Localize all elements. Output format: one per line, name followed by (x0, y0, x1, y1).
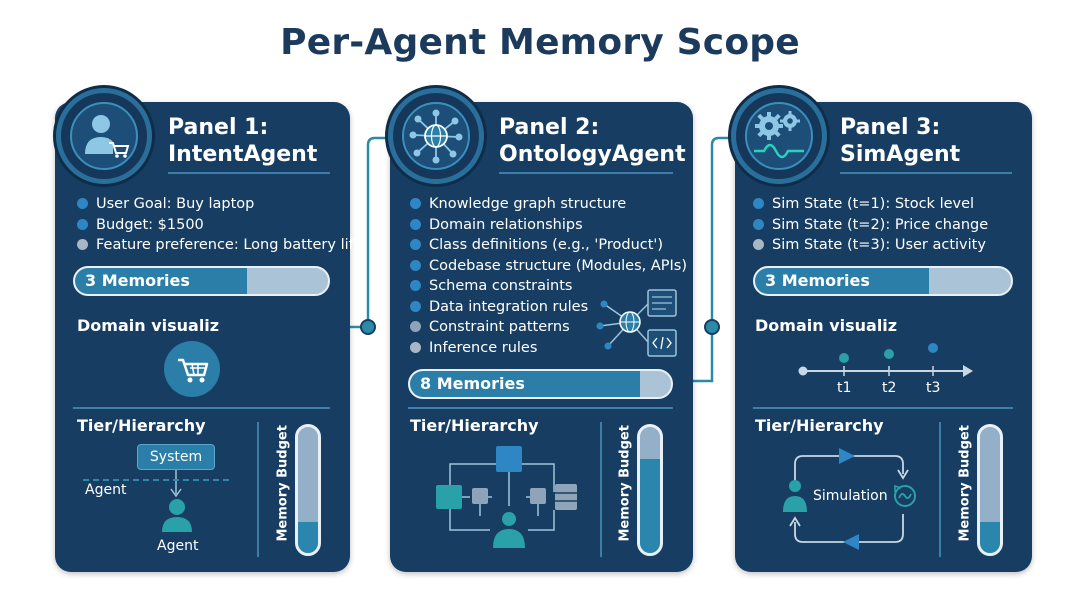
timeline-tick-label: t2 (882, 380, 897, 396)
list-item: Sim State (t=3): User activity (753, 235, 988, 256)
hierarchy-diagram (436, 446, 577, 548)
simulation-label: Simulation (813, 488, 888, 504)
tier-label: Tier/Hierarchy (410, 416, 539, 435)
list-item: Domain relationships (410, 215, 687, 236)
memory-list: User Goal: Buy laptop Budget: $1500 Feat… (77, 194, 363, 256)
memory-budget-bar (977, 424, 1003, 556)
knowledge-graph-icon (596, 289, 677, 357)
list-item: Sim State (t=2): Price change (753, 215, 988, 236)
panel-heading: Panel 3: SimAgent (840, 115, 961, 167)
memories-bar: 8 Memories (408, 369, 673, 399)
tier-label: Tier/Hierarchy (77, 416, 206, 435)
list-item: Inference rules (410, 338, 687, 359)
memories-bar: 3 Memories (73, 266, 330, 296)
domain-label: Domain visualiz (77, 316, 220, 335)
panel-intent-agent: Panel 1: IntentAgent User Goal: Buy lapt… (55, 102, 363, 572)
timeline-tick-label: t3 (926, 380, 941, 396)
memory-budget-label: Memory Budget (617, 425, 633, 542)
hierarchy-arrows (83, 470, 233, 498)
memory-budget-bar (295, 424, 321, 556)
agent-label: Agent (157, 538, 199, 554)
agent-person-icon (162, 499, 192, 532)
list-item: Feature preference: Long battery life (77, 235, 363, 256)
timeline-axis (798, 343, 973, 377)
list-item: User Goal: Buy laptop (77, 194, 363, 215)
tier-label: Tier/Hierarchy (755, 416, 884, 435)
memories-bar: 3 Memories (753, 266, 1013, 296)
list-item: Class definitions (e.g., 'Product') (410, 235, 687, 256)
timeline-tick-label: t1 (837, 380, 852, 396)
list-item: Knowledge graph structure (410, 194, 687, 215)
network-globe-icon (388, 88, 484, 184)
page-title: Per-Agent Memory Scope (280, 22, 800, 63)
list-item: Constraint patterns (410, 317, 687, 338)
list-item: Schema constraints (410, 276, 687, 297)
panel-heading: Panel 1: IntentAgent (168, 115, 318, 167)
simulation-cycle (783, 448, 916, 550)
memory-budget-bar (637, 424, 663, 556)
list-item: Sim State (t=1): Stock level (753, 194, 988, 215)
gears-wave-icon (731, 88, 827, 184)
memory-list: Sim State (t=1): Stock level Sim State (… (753, 194, 988, 256)
domain-label: Domain visualiz (755, 316, 898, 335)
list-item: Budget: $1500 (77, 215, 363, 236)
shopping-cart-icon (164, 341, 220, 397)
system-box: System (137, 444, 215, 470)
memory-budget-label: Memory Budget (275, 425, 291, 542)
list-item: Data integration rules (410, 297, 687, 318)
memory-list: Knowledge graph structure Domain relatio… (410, 194, 687, 358)
memory-budget-label: Memory Budget (957, 425, 973, 542)
user-cart-icon (56, 88, 152, 184)
panel-heading: Panel 2: OntologyAgent (499, 115, 686, 167)
divider-label: Agent (85, 482, 127, 498)
list-item: Codebase structure (Modules, APIs) (410, 256, 687, 277)
